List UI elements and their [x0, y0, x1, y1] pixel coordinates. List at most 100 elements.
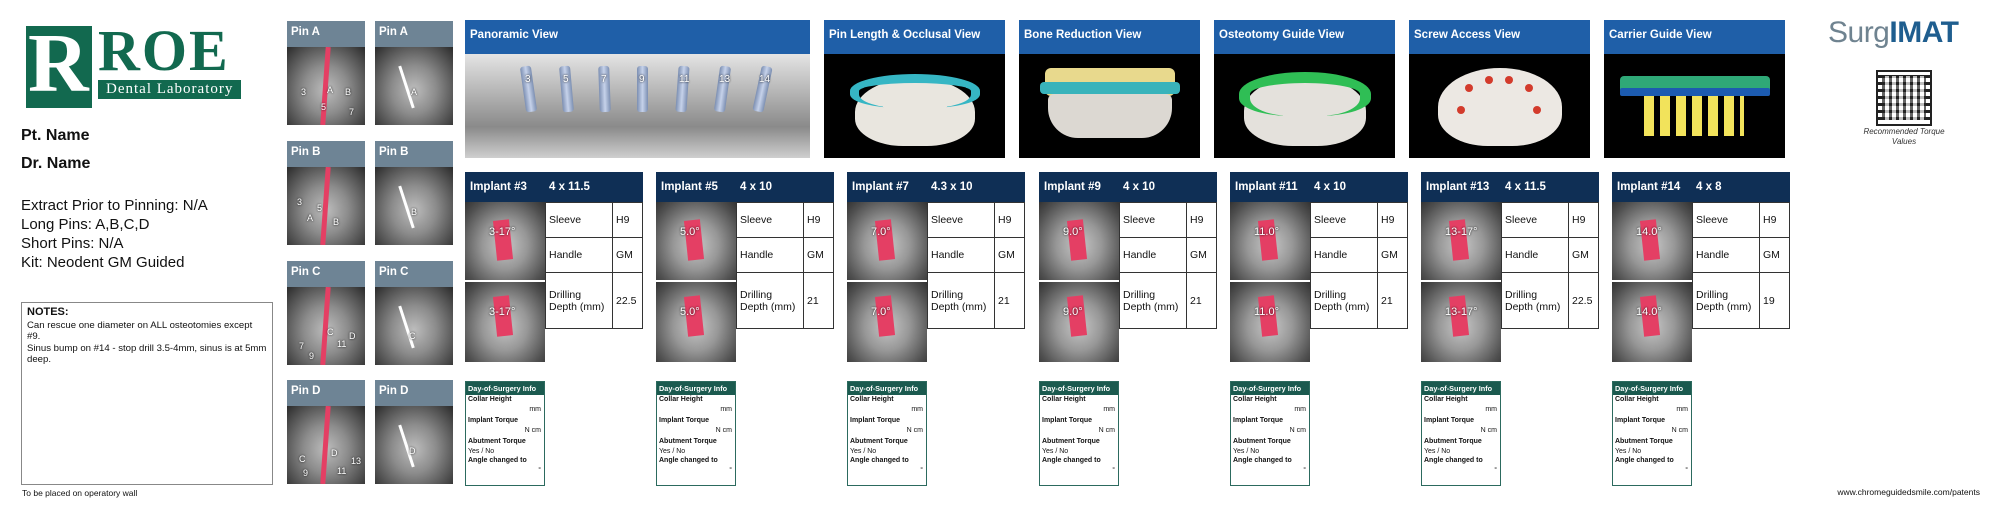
implant-cylinder [559, 65, 574, 113]
implant-torque-field[interactable]: N cm [524, 426, 541, 434]
pin-label: A [307, 213, 314, 223]
pin-label: 3 [297, 197, 303, 207]
pin-label: B [411, 207, 418, 217]
implant-torque-label: Implant Torque [1615, 417, 1666, 424]
angle-changed-field[interactable]: ° [1494, 466, 1497, 474]
angle-changed-field[interactable]: ° [729, 466, 732, 474]
pin-label: 9 [303, 468, 309, 478]
implant-torque-field[interactable]: N cm [1480, 426, 1497, 434]
implant-xray-image: 11.0° [1230, 202, 1310, 280]
roe-logo: R ROE Dental Laboratory [26, 22, 266, 114]
abutment-torque-label: Abutment Torque [1615, 438, 1673, 445]
abutment-torque-choice[interactable]: Yes / No [1424, 447, 1451, 455]
view-title: Carrier Guide View [1604, 20, 1785, 54]
collar-height-field[interactable]: mm [720, 405, 732, 413]
depth-value: 21 [803, 272, 834, 329]
view-title: Osteotomy Guide View [1214, 20, 1395, 54]
sleeve-label: Sleeve [1692, 202, 1760, 238]
implant-cylinder [713, 65, 732, 113]
implant-name: Implant #14 [1617, 181, 1681, 193]
collar-height-field[interactable]: mm [1103, 405, 1115, 413]
abutment-torque-choice[interactable]: Yes / No [659, 447, 686, 455]
handle-value: GM [612, 237, 643, 273]
implant-angle: 9.0° [1063, 306, 1083, 318]
abutment-torque-label: Abutment Torque [468, 438, 526, 445]
implant-torque-field[interactable]: N cm [1098, 426, 1115, 434]
handle-value: GM [1759, 237, 1790, 273]
depth-value: 22.5 [1568, 272, 1599, 329]
bone-reduction-image [1019, 54, 1200, 158]
pin-label: 9 [309, 351, 315, 361]
handle-label: Handle [927, 237, 995, 273]
view-title: Screw Access View [1409, 20, 1590, 54]
collar-height-label: Collar Height [1233, 396, 1277, 403]
angle-changed-field[interactable]: ° [538, 466, 541, 474]
depth-label: Drilling Depth (mm) [736, 272, 804, 329]
osteotomy-guide-view: Osteotomy Guide View [1214, 20, 1395, 158]
tooth-number: 5 [563, 74, 569, 85]
tooth-number: 14 [759, 74, 771, 85]
implant-torque-field[interactable]: N cm [715, 426, 732, 434]
angle-changed-field[interactable]: ° [1112, 466, 1115, 474]
implant-name: Implant #9 [1044, 181, 1101, 193]
implant-angle: 5.0° [680, 306, 700, 318]
depth-label: Drilling Depth (mm) [1310, 272, 1378, 329]
abutment-torque-choice[interactable]: Yes / No [850, 447, 877, 455]
abutment-torque-label: Abutment Torque [1424, 438, 1482, 445]
abutment-torque-label: Abutment Torque [659, 438, 717, 445]
depth-value: 21 [994, 272, 1025, 329]
pin-label: A [411, 87, 418, 97]
implant-angle: 7.0° [871, 306, 891, 318]
pin-title: Pin B [375, 141, 453, 167]
brand-mark: I [1889, 16, 1898, 49]
abutment-torque-choice[interactable]: Yes / No [1233, 447, 1260, 455]
qr-code-icon[interactable] [1876, 70, 1932, 126]
angle-changed-field[interactable]: ° [920, 466, 923, 474]
implant-torque-field[interactable]: N cm [1289, 426, 1306, 434]
sleeve-label: Sleeve [1501, 202, 1569, 238]
implant-torque-field[interactable]: N cm [906, 426, 923, 434]
handle-label: Handle [1692, 237, 1760, 273]
collar-height-field[interactable]: mm [1294, 405, 1306, 413]
angle-changed-label: Angle changed to [659, 457, 718, 464]
brand-pre: Surg [1828, 16, 1890, 49]
collar-height-field[interactable]: mm [1676, 405, 1688, 413]
tooth-number: 11 [679, 74, 690, 85]
view-title: Pin Length & Occlusal View [824, 20, 1005, 54]
collar-height-label: Collar Height [850, 396, 894, 403]
implant-torque-field[interactable]: N cm [1671, 426, 1688, 434]
abutment-torque-choice[interactable]: Yes / No [1042, 447, 1069, 455]
angle-changed-field[interactable]: ° [1303, 466, 1306, 474]
implant-xray-image: 13-17° [1421, 282, 1501, 362]
implant-angle: 3-17° [489, 306, 516, 318]
notes-title: NOTES: [27, 306, 69, 318]
collar-height-field[interactable]: mm [1485, 405, 1497, 413]
abutment-torque-label: Abutment Torque [1233, 438, 1291, 445]
abutment-torque-choice[interactable]: Yes / No [468, 447, 495, 455]
pin-label: 11 [337, 339, 347, 349]
implant-angle: 14.0° [1636, 226, 1662, 238]
sleeve-value: H9 [1568, 202, 1599, 238]
collar-height-field[interactable]: mm [911, 405, 923, 413]
collar-height-label: Collar Height [1424, 396, 1468, 403]
implant-xray-image: 7.0° [847, 282, 927, 362]
collar-height-field[interactable]: mm [529, 405, 541, 413]
sleeve-label: Sleeve [927, 202, 995, 238]
handle-label: Handle [1310, 237, 1378, 273]
notes-line: Can rescue one diameter on ALL osteotomi… [27, 319, 253, 343]
abutment-torque-choice[interactable]: Yes / No [1615, 447, 1642, 455]
handle-value: GM [1186, 237, 1217, 273]
angle-changed-field[interactable]: ° [1685, 466, 1688, 474]
